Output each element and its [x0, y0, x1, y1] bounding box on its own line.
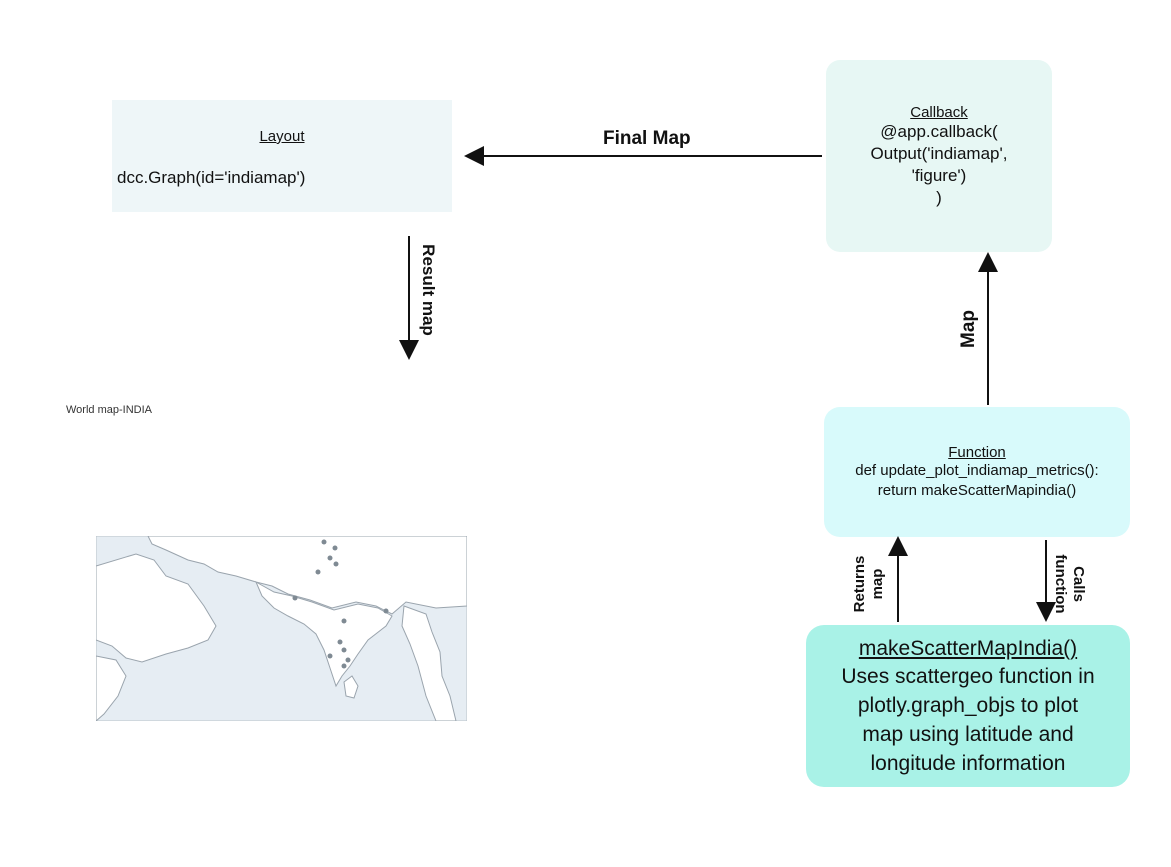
calls-function-line-1: Calls: [1070, 566, 1087, 602]
make-scatter-title: makeScatterMapIndia(): [858, 637, 1078, 660]
location-marker: [341, 647, 347, 653]
make-scatter-line-1: Uses scattergeo function in: [841, 665, 1095, 688]
function-node: Function def update_plot_indiamap_metric…: [824, 407, 1130, 537]
location-marker: [327, 653, 333, 659]
srilanka-landmass: [343, 675, 359, 699]
callback-line-1: @app.callback(: [880, 122, 998, 141]
function-line-2: return makeScatterMapindia(): [877, 482, 1077, 499]
result-map-label: Result map: [419, 244, 438, 336]
returns-map-label: Returns map: [851, 549, 887, 619]
returns-map-line-1: Returns: [851, 555, 868, 613]
arabia-landmass: [96, 553, 217, 663]
function-line-1: def update_plot_indiamap_metrics():: [855, 462, 1099, 479]
location-marker: [341, 618, 347, 624]
location-marker: [292, 595, 298, 601]
location-marker: [321, 539, 327, 545]
callback-line-4: ): [936, 188, 942, 207]
make-scatter-line-3: map using latitude and: [862, 723, 1074, 746]
returns-map-line-2: map: [869, 568, 886, 600]
map-label: Map: [958, 310, 979, 348]
southeast-asia-landmass: [401, 605, 457, 721]
persia-landmass: [147, 536, 467, 615]
callback-title: Callback: [910, 104, 968, 121]
layout-title: Layout: [259, 128, 305, 145]
location-markers: [292, 539, 389, 669]
india-landmass: [254, 580, 393, 688]
calls-function-line-2: function: [1052, 554, 1069, 614]
layout-code: dcc.Graph(id='indiamap'): [117, 168, 306, 187]
india-map-preview: [96, 536, 467, 721]
make-scatter-node: makeScatterMapIndia() Uses scattergeo fu…: [806, 625, 1130, 787]
final-map-label: Final Map: [603, 128, 691, 149]
function-title: Function: [948, 444, 1006, 461]
make-scatter-line-4: longitude information: [870, 752, 1066, 775]
map-preview-label: World map-INDIA: [66, 404, 152, 416]
location-marker: [341, 663, 347, 669]
callback-line-3: 'figure'): [911, 166, 967, 185]
location-marker: [383, 608, 389, 614]
callback-line-2: Output('indiamap',: [870, 144, 1008, 163]
location-marker: [333, 561, 339, 567]
location-marker: [345, 657, 351, 663]
location-marker: [327, 555, 333, 561]
location-marker: [315, 569, 321, 575]
layout-node: Layout dcc.Graph(id='indiamap'): [112, 100, 452, 212]
callback-node: Callback @app.callback( Output('indiamap…: [826, 60, 1052, 252]
make-scatter-line-2: plotly.graph_objs to plot: [857, 694, 1079, 717]
location-marker: [337, 639, 343, 645]
location-marker: [332, 545, 338, 551]
africa-landmass: [96, 655, 127, 721]
calls-function-label: Calls function: [1051, 544, 1087, 624]
